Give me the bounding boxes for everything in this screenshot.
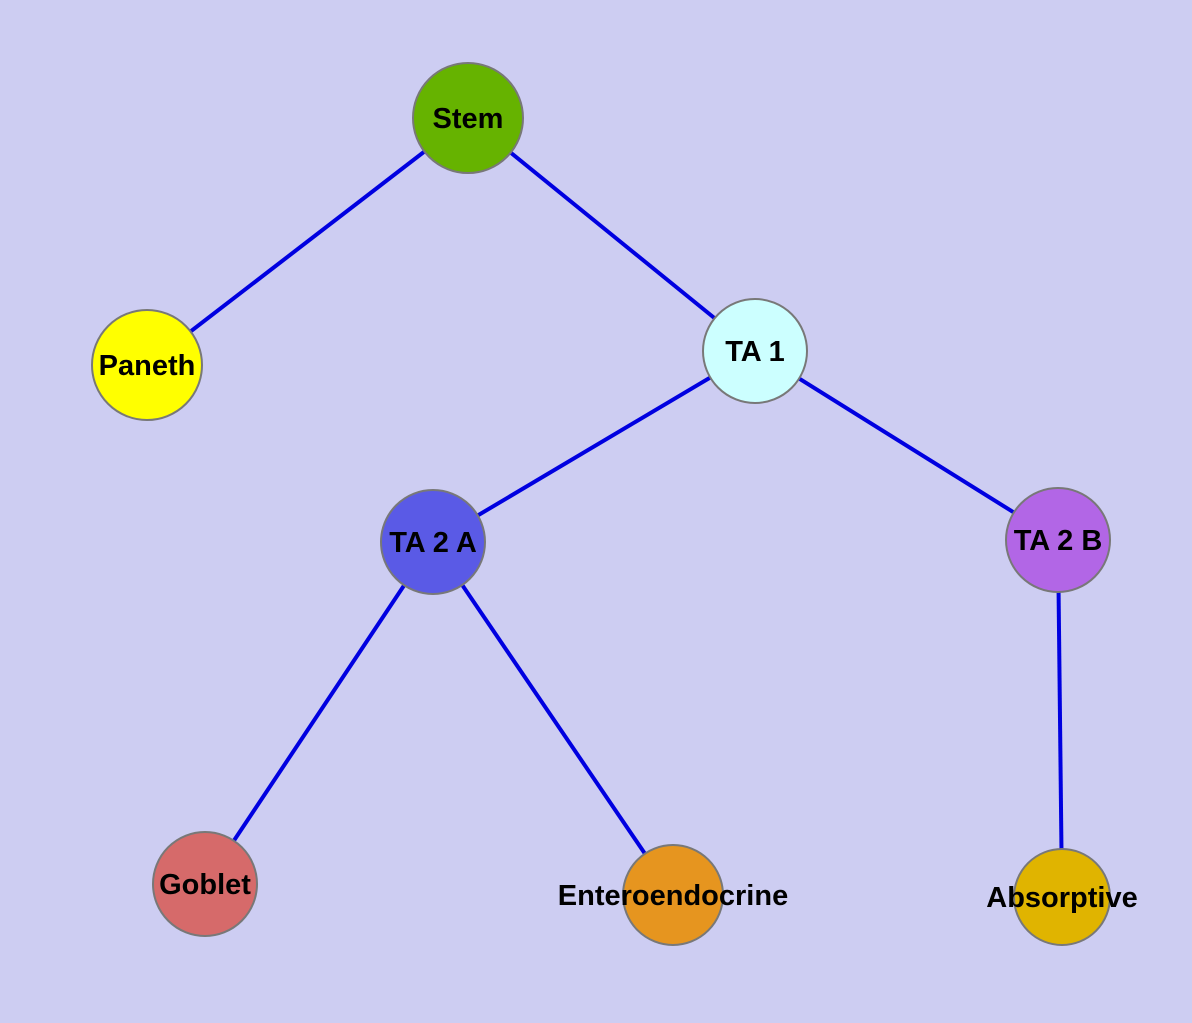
node-absorptive[interactable]: Absorptive <box>986 848 1138 946</box>
node-circle-ta1[interactable] <box>702 298 808 404</box>
node-ta2b[interactable]: TA 2 B <box>1005 487 1111 593</box>
edge-stem-paneth <box>145 116 470 367</box>
node-ta2a[interactable]: TA 2 A <box>380 489 486 595</box>
node-enteroendocrine[interactable]: Enteroendocrine <box>558 844 788 946</box>
edge-ta2a-enteroendocrine <box>431 540 675 897</box>
edge-ta1-ta2a <box>431 349 757 544</box>
edge-ta1-ta2b <box>753 349 1060 542</box>
node-circle-enteroendocrine[interactable] <box>622 844 724 946</box>
node-circle-goblet[interactable] <box>152 831 258 937</box>
node-circle-ta2b[interactable] <box>1005 487 1111 593</box>
edge-ta2b-absorptive <box>1056 539 1064 898</box>
node-goblet[interactable]: Goblet <box>152 831 258 937</box>
edge-ta2a-goblet <box>203 540 435 886</box>
node-circle-ta2a[interactable] <box>380 489 486 595</box>
node-circle-absorptive[interactable] <box>1013 848 1111 946</box>
node-paneth[interactable]: Paneth <box>91 309 203 421</box>
node-circle-stem[interactable] <box>412 62 524 174</box>
node-stem[interactable]: Stem <box>412 62 524 174</box>
node-ta1[interactable]: TA 1 <box>702 298 808 404</box>
node-circle-paneth[interactable] <box>91 309 203 421</box>
edge-stem-ta1 <box>466 116 757 353</box>
